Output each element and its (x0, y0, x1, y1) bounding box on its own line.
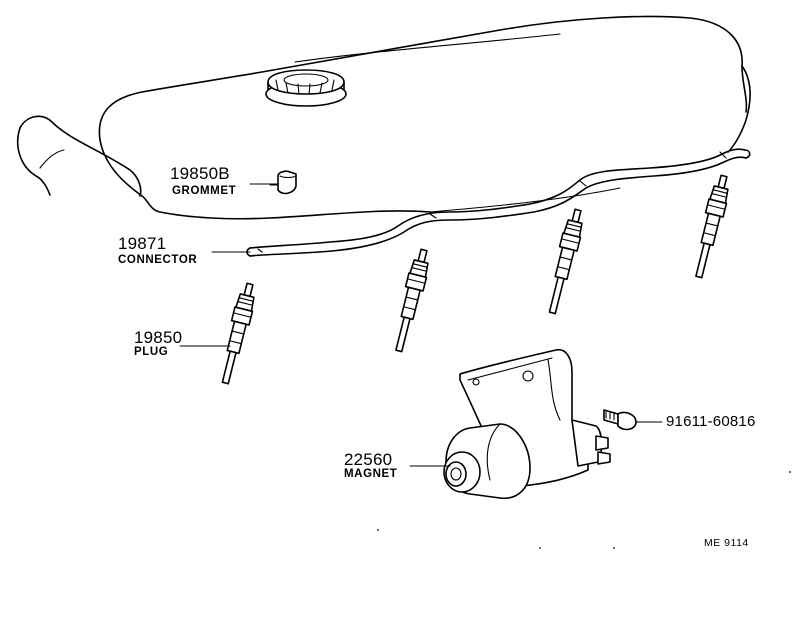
leader-lines (179, 183, 663, 467)
oil-filler-cap (265, 69, 347, 107)
magnet-part (443, 348, 611, 499)
cylinder-head-cover (98, 15, 751, 220)
glow-plug-3 (548, 208, 583, 315)
connector-strip (246, 148, 751, 257)
magnet-part-number: 22560 (344, 450, 393, 469)
glow-plug-1 (221, 282, 255, 385)
magnet-part-name: MAGNET (344, 468, 398, 480)
intake-pipe (16, 115, 142, 197)
plug-part-number: 19850 (134, 328, 183, 347)
grommet-part-number: 19850B (170, 164, 230, 183)
bolt-part-number: 91611-60816 (666, 413, 756, 430)
grommet-part-name: GROMMET (172, 185, 237, 197)
grommet-part (269, 170, 297, 195)
bolt-part (603, 409, 637, 431)
glow-plug-2 (395, 248, 429, 353)
plug-part-name: PLUG (134, 346, 169, 358)
reference-code: ME 9114 (704, 537, 749, 549)
connector-part-name: CONNECTOR (118, 254, 198, 266)
glow-plug-4 (695, 174, 729, 279)
stray-dots (377, 471, 791, 549)
connector-part-number: 19871 (118, 234, 167, 253)
